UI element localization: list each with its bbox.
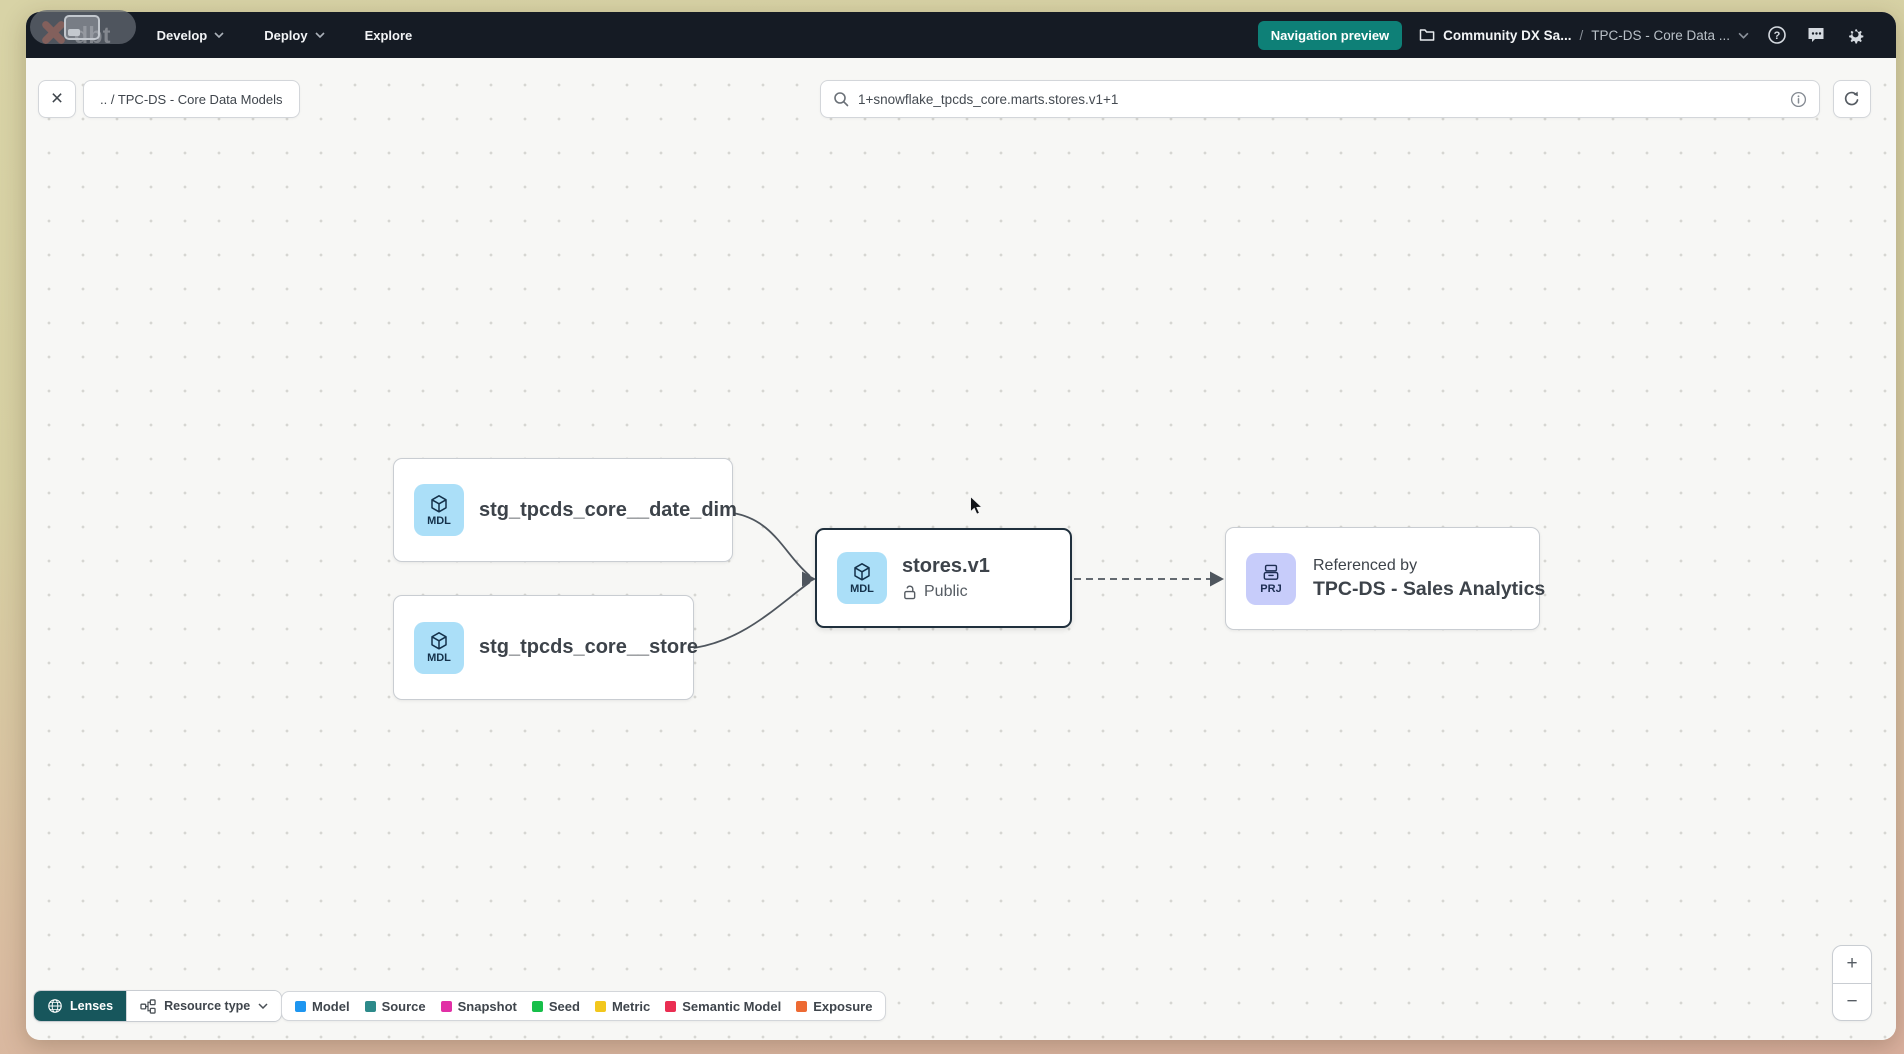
legend-label: Exposure	[813, 998, 873, 1014]
lineage-path-chip[interactable]: .. / TPC-DS - Core Data Models	[83, 80, 300, 118]
chevron-down-icon	[315, 32, 325, 38]
navigation-preview-badge[interactable]: Navigation preview	[1257, 20, 1403, 50]
refresh-icon	[1844, 91, 1859, 106]
legend-label: Metric	[611, 998, 651, 1014]
folder-icon	[1419, 29, 1435, 41]
legend-item-exposure: Exposure	[796, 999, 872, 1014]
close-icon: ×	[50, 87, 64, 110]
node-stores-v1-selected[interactable]: MDL stores.v1 Public	[815, 528, 1072, 628]
cube-icon	[431, 632, 447, 650]
node-text-block: stores.v1 Public	[902, 555, 990, 601]
node-access: Public	[902, 583, 990, 601]
resource-type-icon	[140, 998, 156, 1014]
project-badge: PRJ	[1246, 552, 1296, 605]
nav-item-explore[interactable]: Explore	[365, 28, 413, 43]
lens-sphere-icon	[48, 999, 62, 1013]
top-navbar: dbt Develop Deploy Explore Navigation pr…	[26, 12, 1896, 58]
nav-item-develop[interactable]: Develop	[157, 28, 225, 43]
legend-label: Seed	[548, 998, 580, 1014]
node-text-block: Referenced by TPC-DS - Sales Analytics	[1313, 557, 1545, 601]
feedback-icon[interactable]	[1805, 24, 1827, 46]
legend-swatch	[594, 1000, 606, 1012]
svg-text:?: ?	[1774, 30, 1781, 42]
model-badge: MDL	[414, 621, 464, 674]
model-badge: MDL	[414, 484, 464, 536]
edge-store-to-stores	[693, 581, 811, 649]
project-name-label: TPC-DS - Sales Analytics	[1313, 577, 1546, 600]
referenced-by-label: Referenced by	[1313, 556, 1418, 574]
close-lineage-button[interactable]: ×	[38, 80, 76, 118]
cube-icon	[854, 562, 870, 581]
legend-label: Model	[312, 998, 350, 1014]
legend-item-snapshot: Snapshot	[440, 998, 517, 1014]
resource-type-dropdown[interactable]: Resource type	[126, 991, 282, 1021]
legend-item-semantic-model: Semantic Model	[665, 999, 781, 1014]
breadcrumb-section[interactable]: TPC-DS - Core Data ...	[1591, 27, 1730, 43]
zoom-controls: + −	[1832, 945, 1872, 1021]
lenses-control: Lenses Resource type	[33, 990, 283, 1022]
settings-gear-icon[interactable]	[1844, 24, 1866, 46]
legend-swatch	[440, 1000, 452, 1012]
breadcrumb[interactable]: Community DX Sa... / TPC-DS - Core Data …	[1419, 28, 1749, 43]
chevron-down-icon	[1738, 32, 1749, 39]
nav-item-label: Deploy	[264, 27, 308, 43]
nav-item-label: Explore	[364, 27, 413, 43]
node-referenced-by-sales-analytics[interactable]: PRJ Referenced by TPC-DS - Sales Analyti…	[1225, 527, 1545, 630]
nav-menus: Develop Deploy Explore	[157, 28, 413, 43]
breadcrumb-separator: /	[1579, 27, 1584, 43]
search-icon	[834, 92, 849, 107]
node-stg-tpcds-core-store[interactable]: MDL stg_tpcds_core__store	[393, 595, 698, 700]
lenses-label: Lenses	[70, 999, 114, 1013]
node-stg-tpcds-core-date-dim[interactable]: MDL stg_tpcds_core__date_dim	[393, 458, 737, 562]
resource-type-legend: Model Source Snapshot Seed Metric Semant…	[281, 991, 887, 1021]
legend-item-source: Source	[364, 998, 426, 1014]
zoom-out-button[interactable]: −	[1846, 990, 1858, 1012]
legend-label: Snapshot	[457, 998, 517, 1014]
badge-label: MDL	[427, 652, 451, 664]
navbar-right: Navigation preview Community DX Sa... / …	[1257, 20, 1866, 50]
badge-label: MDL	[850, 582, 874, 595]
nav-item-deploy[interactable]: Deploy	[264, 27, 325, 43]
model-badge: MDL	[837, 552, 887, 604]
edge-date-dim-to-stores	[732, 512, 811, 577]
badge-label: PRJ	[1260, 582, 1282, 595]
mini-window-icon	[64, 15, 100, 40]
legend-label: Semantic Model	[682, 998, 782, 1014]
arrowhead	[802, 571, 816, 587]
arrowhead	[1210, 571, 1224, 587]
legend-swatch	[796, 1000, 808, 1012]
chevron-down-icon	[258, 1003, 268, 1009]
mouse-cursor	[968, 495, 985, 520]
info-icon[interactable]	[1790, 91, 1807, 108]
screen-recording-overlay	[30, 10, 136, 44]
legend-swatch	[364, 1000, 376, 1012]
archive-icon	[1263, 564, 1279, 580]
zoom-in-button[interactable]: +	[1833, 946, 1871, 984]
resource-type-label: Resource type	[164, 999, 251, 1013]
legend-item-metric: Metric	[594, 998, 651, 1014]
legend-label: Source	[381, 998, 426, 1014]
open-lock-icon	[904, 585, 916, 600]
node-label: stg_tpcds_core__store	[479, 636, 698, 658]
lineage-search-box[interactable]	[820, 80, 1820, 118]
legend-item-seed: Seed	[531, 998, 580, 1014]
badge-label: MDL	[427, 514, 451, 527]
legend-swatch	[531, 1000, 543, 1012]
lineage-canvas[interactable]: × .. / TPC-DS - Core Data Models	[26, 58, 1896, 1040]
refresh-lineage-button[interactable]	[1833, 80, 1871, 118]
help-icon[interactable]: ?	[1766, 24, 1788, 46]
app-window: dbt Develop Deploy Explore Navigation pr…	[26, 12, 1896, 1040]
breadcrumb-project[interactable]: Community DX Sa...	[1443, 27, 1572, 43]
lineage-selector-input[interactable]	[858, 91, 1781, 107]
legend-swatch	[665, 1000, 677, 1012]
chevron-down-icon	[214, 32, 224, 38]
cube-icon	[431, 494, 447, 513]
nav-item-label: Develop	[156, 27, 208, 43]
node-label: stg_tpcds_core__date_dim	[479, 498, 737, 521]
legend-swatch	[295, 1000, 306, 1012]
legend-item-model: Model	[295, 999, 350, 1014]
node-label: stores.v1	[902, 555, 990, 577]
access-label: Public	[924, 583, 968, 600]
lenses-button[interactable]: Lenses	[34, 991, 127, 1021]
